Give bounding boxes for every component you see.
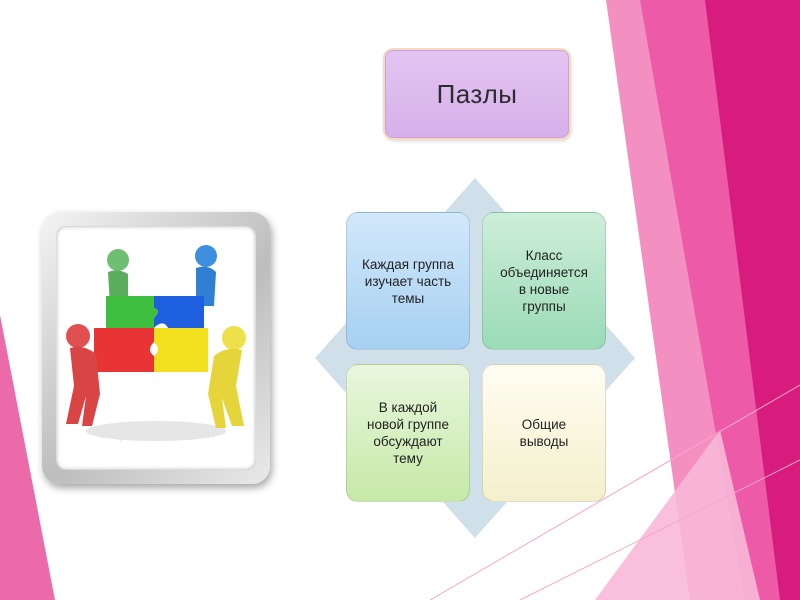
image-frame: CliptoFun.com <box>42 212 270 484</box>
matrix-cell-top-left: Каждая группа изучает часть темы <box>346 212 470 350</box>
image-area: CliptoFun.com <box>56 226 256 470</box>
accent-line-1 <box>429 384 800 600</box>
left-pink-strip <box>0 315 55 600</box>
right-pink-shape-dark <box>705 0 800 600</box>
puzzle-pieces <box>94 296 208 372</box>
yellow-person-figure <box>208 326 246 428</box>
matrix-cell-bottom-left: В каждой новой группе обсуждают тему <box>346 364 470 502</box>
puzzle-team-illustration: CliptoFun.com <box>66 245 246 442</box>
accent-line-2 <box>519 459 800 600</box>
title-box: Пазлы <box>385 50 569 138</box>
matrix-cell-top-right: Класс объединяется в новые группы <box>482 212 606 350</box>
bottom-pink-wedge <box>595 430 760 600</box>
matrix-cell-bottom-right: Общие выводы <box>482 364 606 502</box>
red-person-figure <box>66 324 100 426</box>
slide-title: Пазлы <box>436 78 518 109</box>
